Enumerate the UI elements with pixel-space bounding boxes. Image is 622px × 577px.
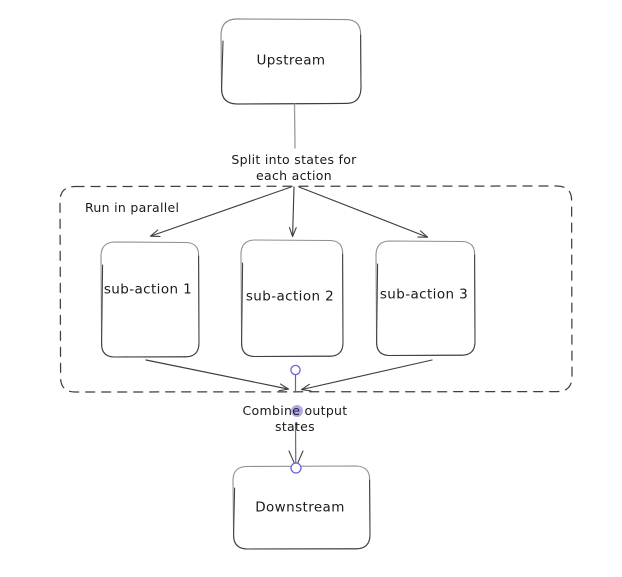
edge-sub3-to-combine (302, 359, 433, 390)
group-parallel-container (59, 185, 573, 393)
edge-split-to-sub1 (151, 186, 292, 236)
edge-sub1-to-combine (145, 359, 288, 389)
port-marker-combine-ring (290, 364, 301, 376)
port-marker-downstream-ring (290, 462, 302, 474)
edge-split-to-sub2 (293, 186, 294, 236)
node-sub2-shape[interactable] (240, 239, 344, 358)
node-sub3-shape[interactable] (375, 240, 476, 357)
node-downstream-shape[interactable] (232, 465, 371, 550)
edge-upstream-to-split (293, 103, 296, 149)
node-upstream-shape[interactable] (220, 18, 362, 105)
port-marker-combine-dot (291, 405, 303, 417)
node-sub1-shape[interactable] (100, 241, 200, 358)
edge-split-to-sub3 (298, 186, 427, 237)
edge-combine-to-downstream (288, 422, 304, 468)
